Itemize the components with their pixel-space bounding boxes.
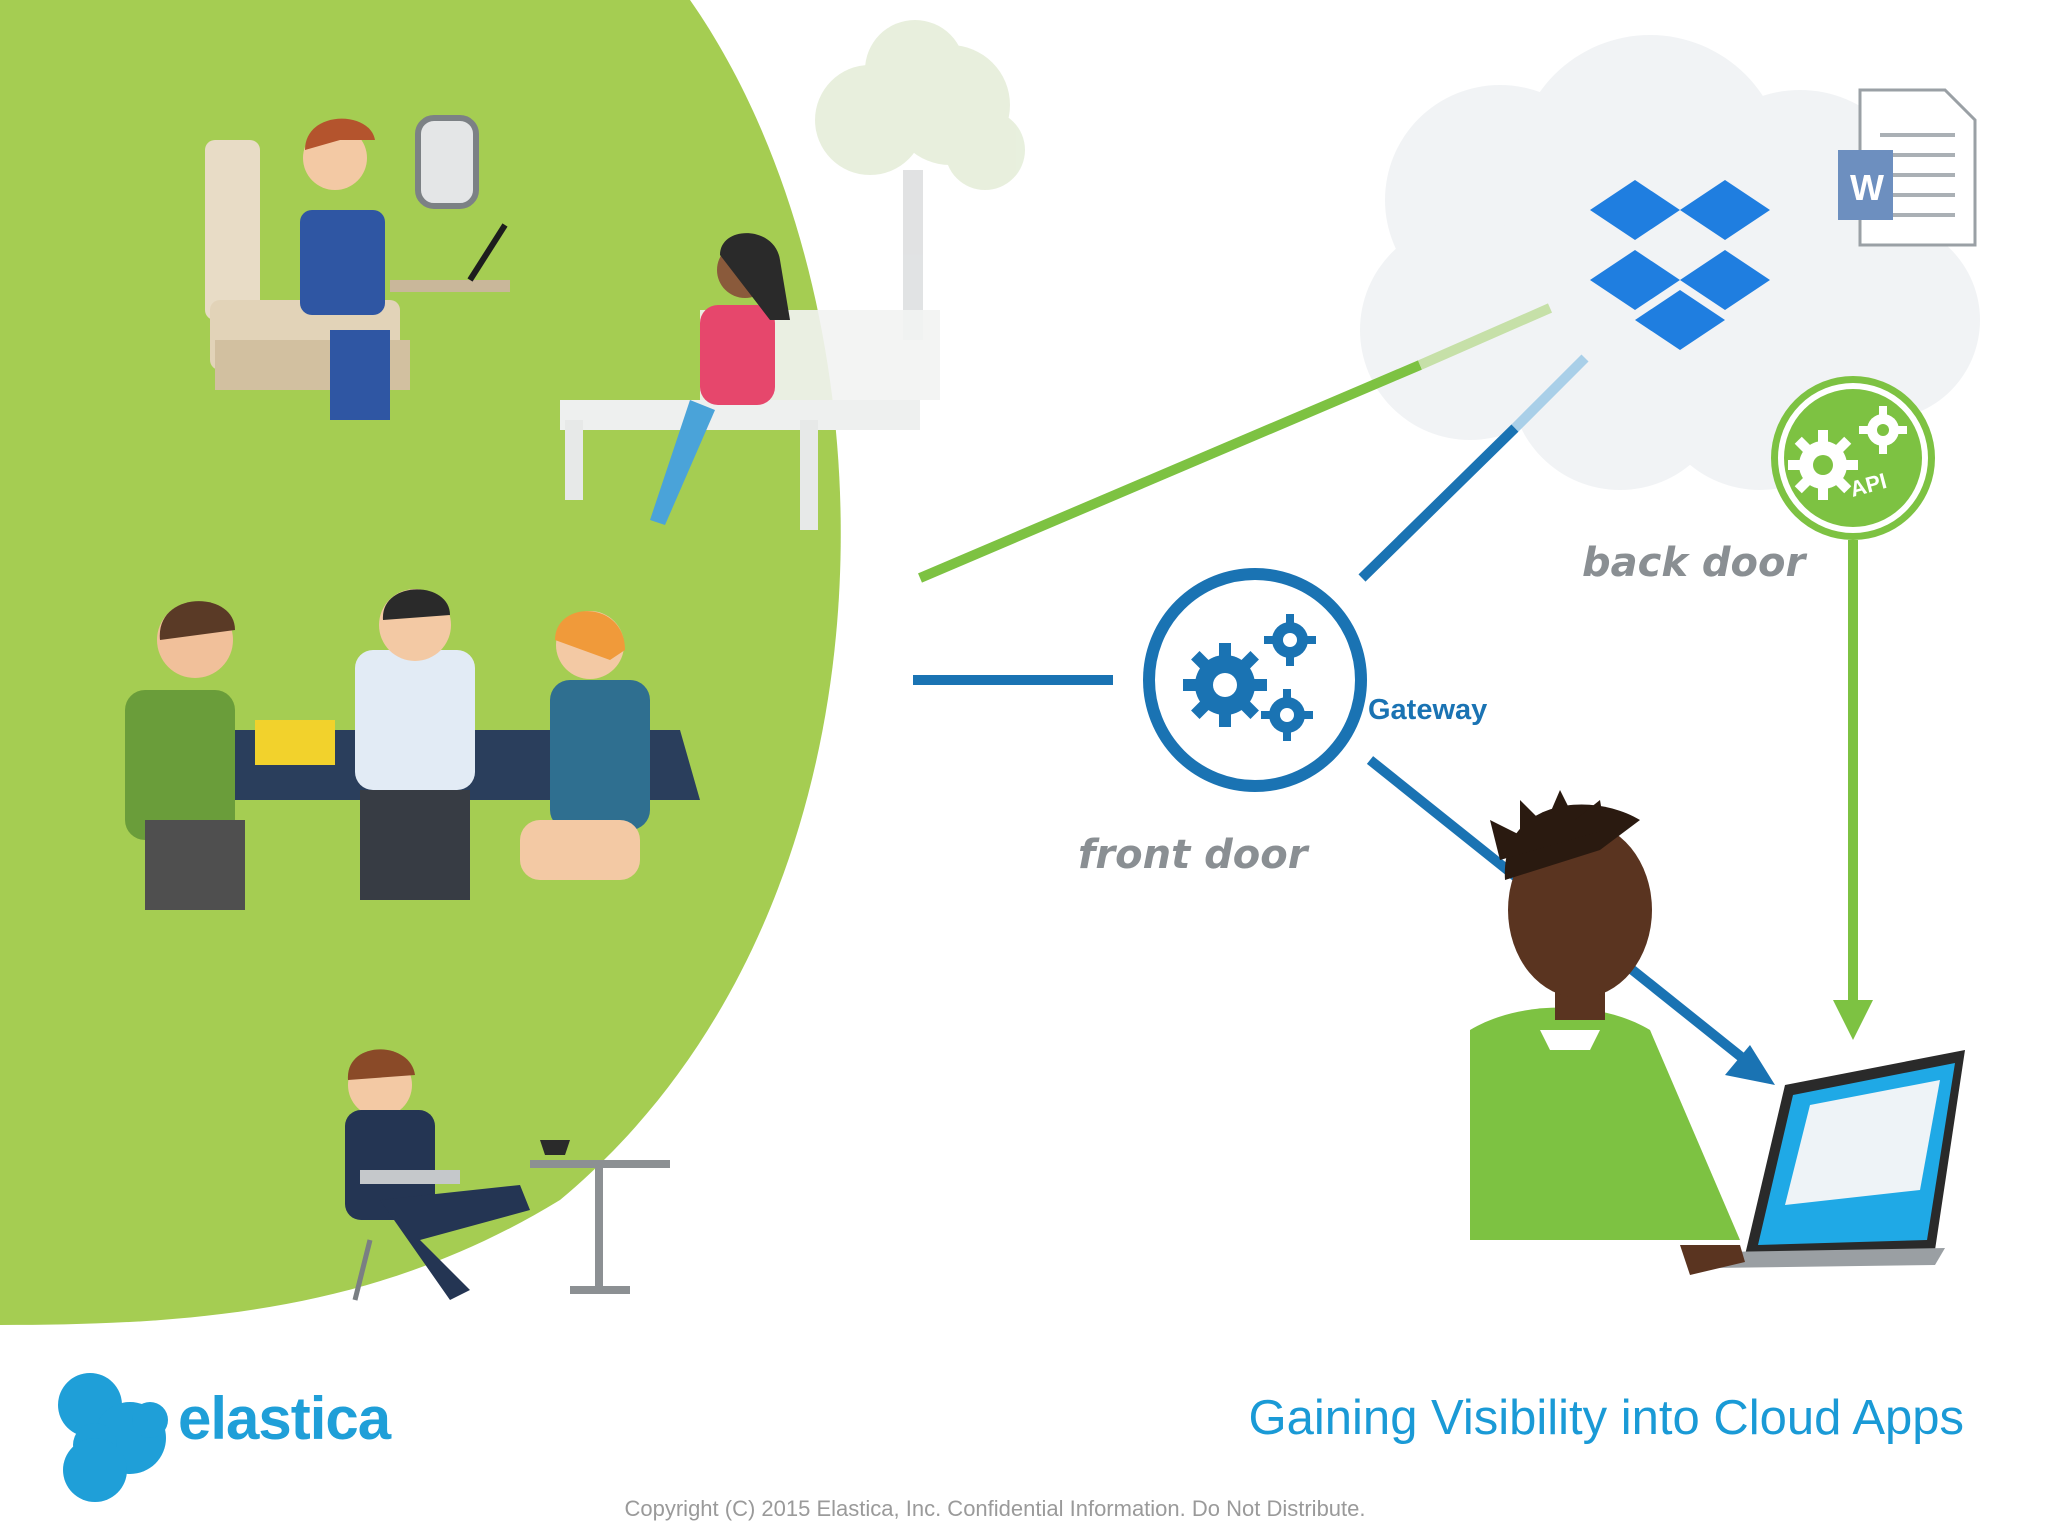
laptop-user-illustration: [1470, 790, 1965, 1275]
elastica-logo-text: elastica: [178, 1385, 391, 1452]
airplane-traveler-illustration: [205, 115, 510, 420]
copyright-notice: Copyright (C) 2015 Elastica, Inc. Confid…: [624, 1496, 1366, 1521]
blue-link-gateway-to-cloud: [1358, 424, 1519, 582]
cafe-man-illustration: [345, 1049, 670, 1301]
svg-text:W: W: [1850, 167, 1884, 208]
word-document-icon: W: [1838, 88, 1977, 247]
back-door-label: back door: [1582, 540, 1806, 586]
api-gears-icon: API: [1771, 376, 1935, 540]
front-door-label: front door: [1078, 832, 1308, 878]
slide-title: Gaining Visibility into Cloud Apps: [1248, 1391, 1964, 1445]
green-link-cloud-faded: [1417, 303, 1553, 370]
dropbox-icon: [1590, 180, 1770, 350]
bench-woman-illustration: [560, 233, 940, 530]
green-link-users-to-cloud: [918, 360, 1422, 583]
green-arrowhead: [1833, 1000, 1873, 1040]
blue-arrowhead: [1725, 1045, 1775, 1085]
meeting-group-illustration: [125, 589, 700, 910]
tree-illustration: [815, 20, 1025, 340]
blue-link-cloud-faded: [1511, 354, 1589, 432]
gateway-label: Gateway: [1368, 694, 1488, 726]
cloud-shape: [1360, 35, 1980, 490]
elastica-logo-icon: [58, 1373, 168, 1502]
gateway-gears-icon: [1143, 568, 1367, 792]
